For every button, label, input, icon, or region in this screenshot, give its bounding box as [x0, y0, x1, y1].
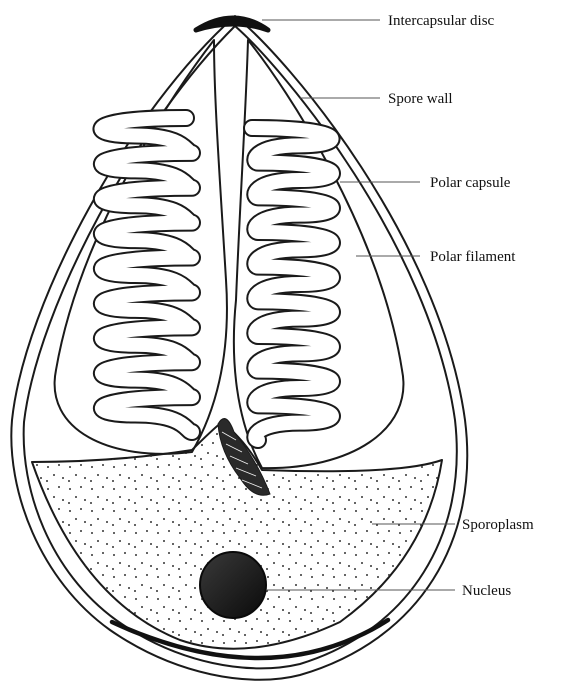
- label-polar-capsule: Polar capsule: [430, 175, 511, 191]
- label-intercapsular-disc: Intercapsular disc: [388, 13, 495, 29]
- polar-filament-left: [102, 118, 192, 432]
- polar-filament-right: [252, 128, 332, 440]
- label-polar-filament: Polar filament: [430, 249, 516, 265]
- nucleus: [200, 552, 266, 618]
- label-nucleus: Nucleus: [462, 583, 511, 599]
- polar-filament-right-inner: [252, 128, 332, 440]
- polar-filament-left-inner: [102, 118, 192, 432]
- label-spore-wall: Spore wall: [388, 91, 453, 107]
- label-sporoplasm: Sporoplasm: [462, 517, 534, 533]
